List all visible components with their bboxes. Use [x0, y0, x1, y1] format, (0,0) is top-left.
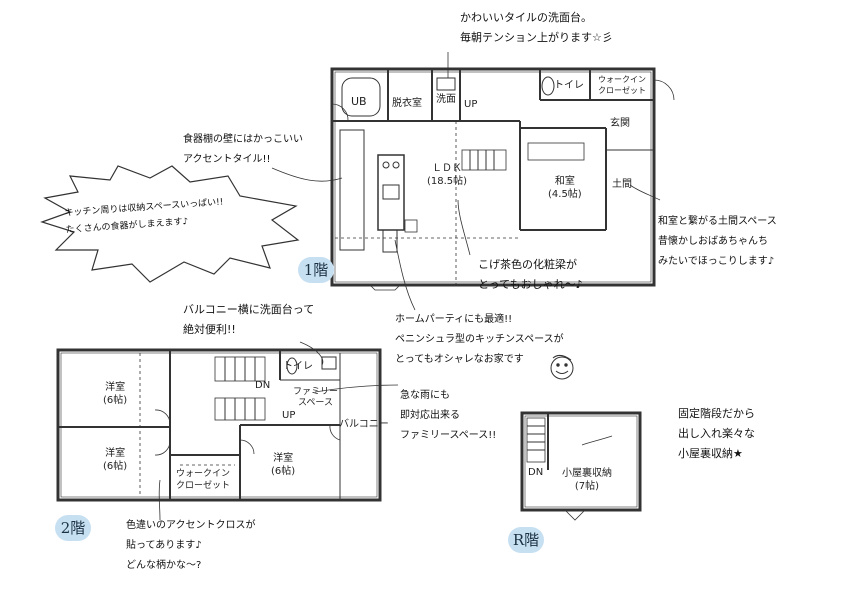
note-family-space: 急な雨にも 即対応出来る ファミリースペース!! — [400, 390, 497, 441]
stairs-up-1f: UP — [464, 99, 478, 110]
room-senmen: 洗面 — [436, 94, 456, 105]
room-yoshitsu-b: 洋室 (6帖) — [103, 448, 128, 472]
room-datsui: 脱衣室 — [392, 98, 422, 109]
room-yoshitsu-c: 洋室 (6帖) — [271, 453, 296, 477]
note-balcony-sink: バルコニー横に洗面台って 絶対便利!! — [183, 303, 315, 336]
annotation-leaders — [158, 52, 661, 521]
room-genkan: 玄関 — [610, 118, 630, 129]
first-floor-plan — [330, 67, 675, 291]
room-doma: 土間 — [612, 179, 632, 190]
stairs-dn-2f: DN — [255, 380, 271, 391]
first-floor-outer-wall — [330, 67, 656, 287]
note-accent-cross: 色違いのアクセントクロスが 貼ってあります♪ どんな柄かな～? — [126, 520, 256, 571]
roof-floor-plan — [520, 411, 642, 521]
floor-badge-r: R階 — [508, 527, 544, 553]
note-peninsula: ホームパーティにも最適!! ペニンシュラ型のキッチンスペースが とってもオシャレ… — [395, 314, 564, 365]
room-attic: 小屋裏収納 (7帖) — [562, 468, 612, 492]
room-toilet-2f: トイレ — [283, 361, 313, 372]
stairs-up-2f: UP — [282, 410, 296, 421]
room-balcony: バルコニー — [339, 419, 389, 430]
note-beam: こげ茶色の化粧梁が とってもおしゃれ～♪ — [478, 258, 583, 291]
attic-outer-wall — [520, 411, 642, 512]
room-ldk: ＬＤＫ (18.5帖) — [427, 163, 468, 187]
room-ub: UB — [351, 95, 367, 108]
smiley-face-icon — [550, 354, 574, 380]
note-tile-sink: かわいいタイルの洗面台。 毎朝テンション上がります☆彡 — [460, 11, 613, 44]
room-toilet-1f: トイレ — [554, 80, 584, 91]
room-wic-2f: ウォークイン クローゼット — [176, 469, 231, 491]
room-yoshitsu-a: 洋室 (6帖) — [103, 382, 128, 406]
note-fixed-stairs: 固定階段だから 出し入れ楽々な 小屋裏収納★ — [678, 407, 755, 460]
note-washitsu-doma: 和室と繋がる土間スペース 昔懐かしおばあちゃんち みたいでほっこりします♪ — [658, 216, 777, 267]
room-washitsu: 和室 (4.5帖) — [548, 176, 582, 200]
starburst-bubble — [40, 165, 300, 283]
room-family-space: ファミリー スペース — [293, 387, 339, 408]
note-accent-tile: 食器棚の壁にはかっこいい アクセントタイル!! — [183, 134, 303, 165]
second-floor-outer-wall — [56, 348, 382, 502]
second-floor-plan — [56, 348, 382, 502]
stairs-dn-r: DN — [528, 467, 544, 478]
floor-badge-1f: 1階 — [298, 257, 334, 283]
room-wic-1f: ウォークイン クローゼット — [598, 75, 646, 95]
floor-badge-2f: 2階 — [55, 515, 91, 541]
